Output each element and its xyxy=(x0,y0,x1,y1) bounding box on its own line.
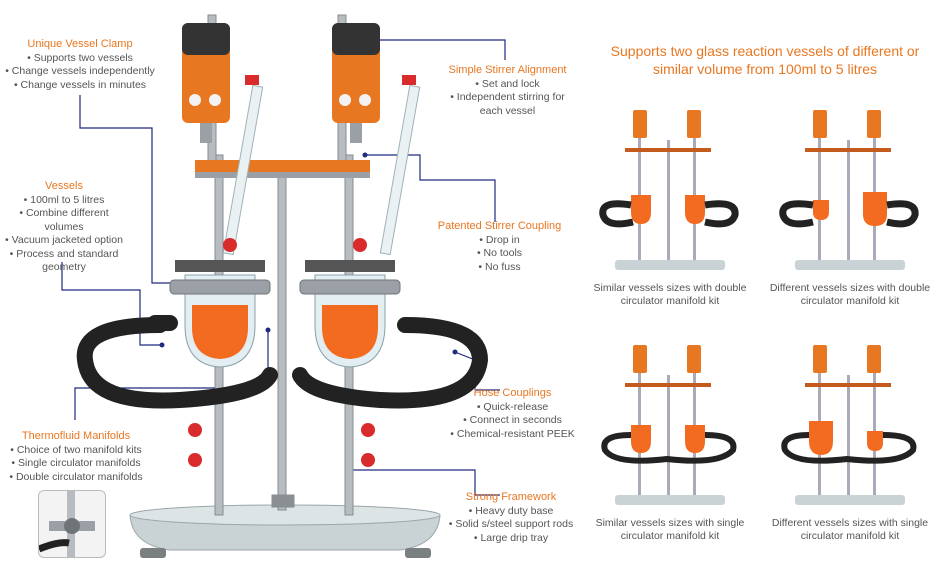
reactor-station-illustration xyxy=(76,14,489,558)
callout-item: Change vessels in minutes xyxy=(5,79,155,93)
caption-different-double: Different vessels sizes with double circ… xyxy=(769,282,931,307)
callout-item: Change vessels independently xyxy=(5,65,155,79)
callout-item: Double circulator manifolds xyxy=(2,471,150,485)
caption-different-single: Different vessels sizes with single circ… xyxy=(771,517,929,542)
thumb-similar-single xyxy=(601,345,737,505)
thumb-different-double xyxy=(779,110,919,270)
stirrer-motor-icon xyxy=(182,23,380,143)
callout-title: Hose Couplings xyxy=(473,387,552,399)
reaction-vessel-icon xyxy=(175,260,395,368)
headline: Supports two glass reaction vessels of d… xyxy=(610,43,920,77)
callout-title: Patented Stirrer Coupling xyxy=(437,220,562,232)
callout-title: Unique Vessel Clamp xyxy=(27,38,133,50)
callout-item: Single circulator manifolds xyxy=(2,457,150,471)
callout-title: Thermofluid Manifolds xyxy=(21,430,131,442)
callout-item: Vacuum jacketed option xyxy=(0,234,128,248)
callout-simple-stirrer-alignment: Simple Stirrer Alignment Set and lock In… xyxy=(445,64,570,118)
hose-icon xyxy=(76,315,489,409)
callout-title: Simple Stirrer Alignment xyxy=(448,64,567,76)
callout-item: Set and lock xyxy=(445,78,570,92)
callout-item: No fuss xyxy=(437,261,562,275)
callout-thermofluid-manifolds: Thermofluid Manifolds Choice of two mani… xyxy=(2,430,150,484)
caption-similar-double: Similar vessels sizes with double circul… xyxy=(593,282,747,307)
callout-item: Large drip tray xyxy=(447,532,575,546)
callout-item: Supports two vessels xyxy=(5,52,155,66)
callout-title: Vessels xyxy=(45,180,83,192)
thumb-similar-double xyxy=(599,110,739,270)
clamp-icon xyxy=(169,279,401,295)
callout-item: Quick-release xyxy=(450,401,575,415)
thumb-different-single xyxy=(781,345,917,505)
coupling-closeup-inset xyxy=(38,490,106,558)
callout-item: 100ml to 5 litres xyxy=(0,194,128,208)
callout-item: Solid s/steel support rods xyxy=(447,518,575,532)
drip-tray-icon xyxy=(129,504,441,558)
callout-unique-vessel-clamp: Unique Vessel Clamp Supports two vessels… xyxy=(5,38,155,92)
callout-item: Combine different volumes xyxy=(0,207,128,234)
callout-strong-framework: Strong Framework Heavy duty base Solid s… xyxy=(447,491,575,545)
callout-vessels: Vessels 100ml to 5 litres Combine differ… xyxy=(0,180,128,275)
callout-patented-stirrer-coupling: Patented Stirrer Coupling Drop in No too… xyxy=(437,220,562,274)
callout-item: Process and standard geometry xyxy=(0,248,128,275)
callout-item: Connect in seconds xyxy=(450,414,575,428)
callout-item: Chemical-resistant PEEK xyxy=(450,428,575,442)
callout-title: Strong Framework xyxy=(465,491,557,503)
callout-item: Choice of two manifold kits xyxy=(2,444,150,458)
callout-item: No tools xyxy=(437,247,562,261)
caption-similar-single: Similar vessels sizes with single circul… xyxy=(595,517,745,542)
callout-item: Heavy duty base xyxy=(447,505,575,519)
callout-item: Drop in xyxy=(437,234,562,248)
callout-item: Independent stirring for each vessel xyxy=(445,91,570,118)
callout-hose-couplings: Hose Couplings Quick-release Connect in … xyxy=(450,387,575,441)
